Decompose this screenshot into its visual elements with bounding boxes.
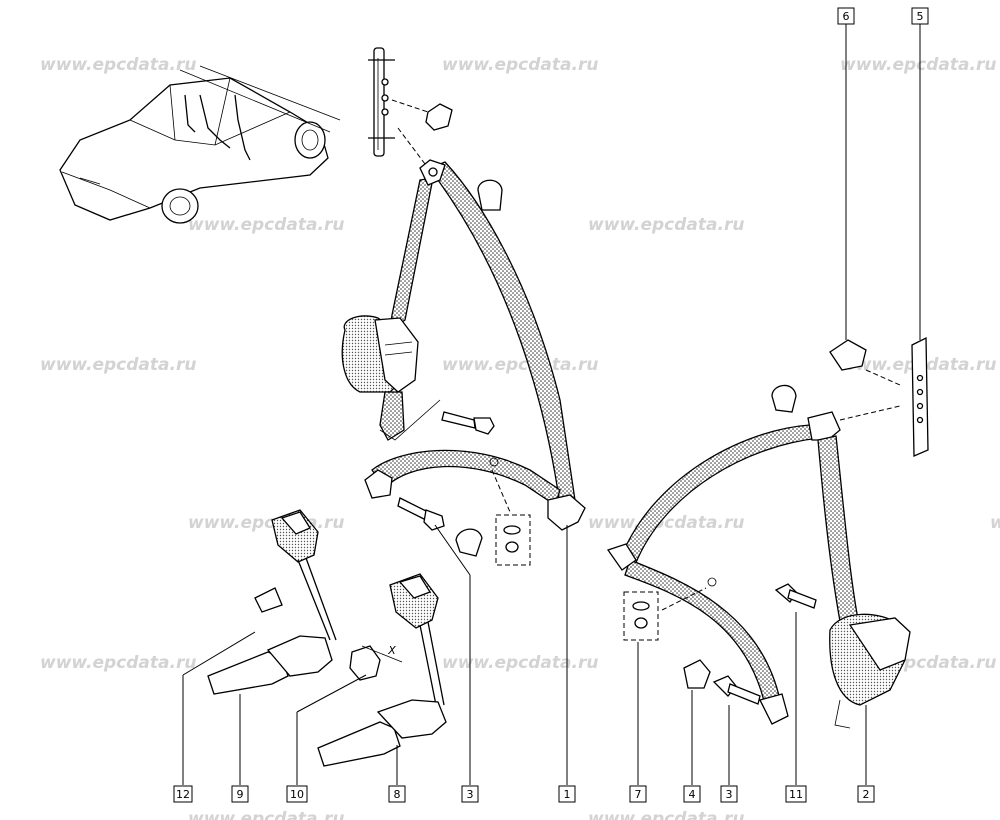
- watermark: www.epcdata.ru: [40, 355, 196, 375]
- callout-10: 10: [290, 788, 304, 801]
- callout-8: 8: [394, 788, 401, 801]
- watermark: www.epcdata.ru: [990, 513, 1000, 533]
- watermark: www.epcdata.ru: [840, 55, 996, 75]
- watermark: www.epcdata.ru: [40, 653, 196, 673]
- watermark: www.epcdata.ru: [588, 513, 744, 533]
- callout-9: 9: [237, 788, 244, 801]
- callout-box: [911, 7, 929, 25]
- leader-lines: [182, 24, 921, 785]
- callout-6: 6: [843, 10, 850, 23]
- callout-5: 5: [917, 10, 924, 23]
- buckle-assemblies: X: [207, 509, 447, 767]
- callout-box: [837, 7, 855, 25]
- watermark: www.epcdata.ru: [40, 55, 196, 75]
- callout-11: 11: [789, 788, 803, 801]
- callout-4: 4: [689, 788, 696, 801]
- watermark: www.epcdata.ru: [588, 215, 744, 235]
- watermark: www.epcdata.ru: [442, 653, 598, 673]
- height-adjuster-rail-left: [368, 47, 453, 169]
- watermark: www.epcdata.ru: [188, 809, 344, 820]
- callout-12: 12: [176, 788, 190, 801]
- watermark: www.epcdata.ru: [588, 809, 744, 820]
- callout-3-right: 3: [726, 788, 733, 801]
- watermark-layer: www.epcdata.ru www.epcdata.ru www.epcdat…: [40, 55, 1000, 820]
- dimension-label: X: [387, 644, 396, 657]
- car-location-illustration: [59, 65, 341, 224]
- front-seat-belt-left: [341, 159, 586, 566]
- callout-7: 7: [635, 788, 642, 801]
- callout-group: 6 5 12 9 10 8 3 1 7 4 3 11 2: [173, 7, 929, 803]
- watermark: www.epcdata.ru: [442, 355, 598, 375]
- rear-seat-belt-right: [606, 384, 911, 729]
- height-adjuster-rail-right: [829, 336, 929, 457]
- watermark: www.epcdata.ru: [442, 55, 598, 75]
- watermark: www.epcdata.ru: [188, 513, 344, 533]
- callout-2: 2: [863, 788, 870, 801]
- callout-3: 3: [467, 788, 474, 801]
- watermark: www.epcdata.ru: [188, 215, 344, 235]
- callout-1: 1: [564, 788, 571, 801]
